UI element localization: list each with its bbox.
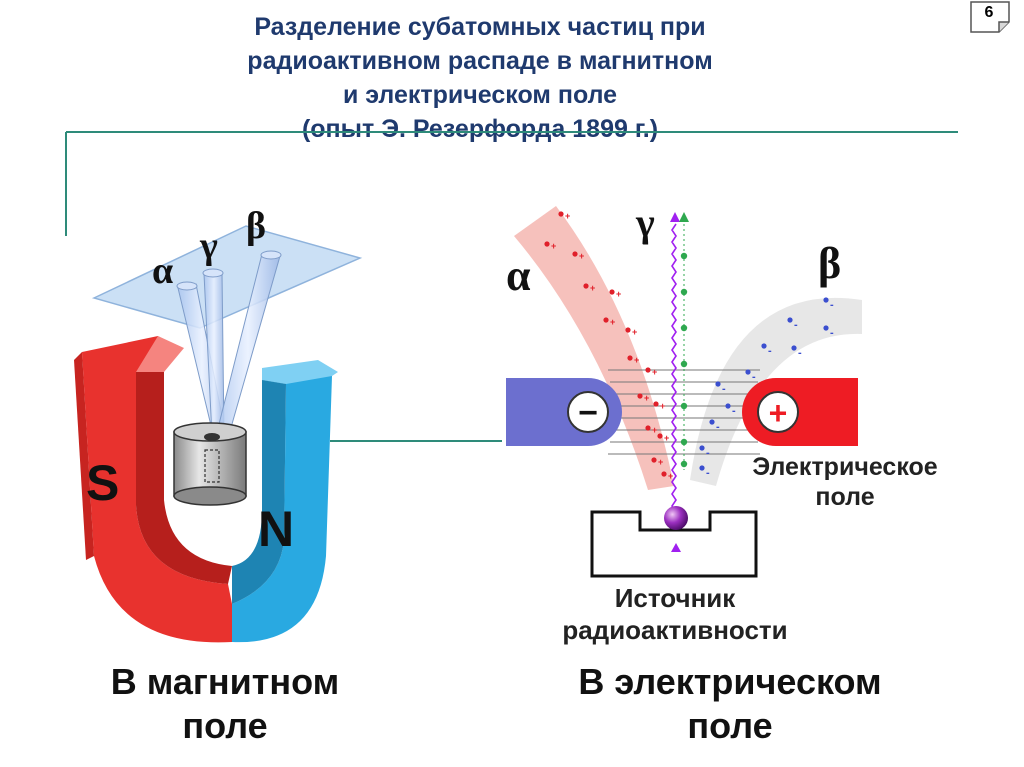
- alpha-particles: + + + + + + + + + + + + + + +: [544, 211, 673, 481]
- electric-gamma-label: γ: [635, 200, 655, 245]
- alpha-charge-sign: +: [616, 289, 621, 299]
- page-number: 6: [984, 4, 994, 21]
- page-corner-icon: [970, 1, 1010, 33]
- alpha-band: [514, 206, 674, 490]
- detector-plate: [91, 225, 363, 329]
- beta-charge-sign: -: [716, 421, 720, 433]
- magnet-north-label: N: [258, 501, 294, 557]
- alpha-charge-sign: +: [652, 425, 657, 435]
- beta-charge-sign: -: [752, 371, 756, 383]
- beta-charge-sign: -: [798, 347, 802, 359]
- alpha-charge-sign: +: [668, 471, 673, 481]
- slide-title: Разделение субатомных частиц при радиоак…: [60, 10, 900, 146]
- beta-charge-sign: -: [732, 405, 736, 417]
- beta-particles: -----------: [699, 297, 834, 479]
- beta-charge-sign: -: [830, 299, 834, 311]
- source-line2: радиоактивности: [562, 615, 788, 645]
- magnet-beta-label: β: [246, 205, 266, 247]
- magnet-caption-line1: В магнитном: [110, 661, 340, 702]
- electric-field-label: Электрическое поле: [720, 452, 970, 512]
- magnet-diagram: α γ β S N: [74, 205, 363, 643]
- beta-band: [690, 297, 862, 486]
- alpha-charge-sign: +: [644, 393, 649, 403]
- electric-field-line2: поле: [815, 483, 875, 511]
- magnet-gamma-label: γ: [199, 225, 218, 267]
- source-box: [590, 510, 758, 578]
- alpha-charge-sign: +: [632, 327, 637, 337]
- source-ball: [664, 506, 688, 530]
- electric-diagram: − + + + + + + + + + + + + + + + +: [506, 200, 862, 578]
- gamma-wave: [671, 223, 677, 513]
- negative-sign: −: [578, 394, 598, 432]
- electric-caption-line2: поле: [687, 705, 773, 746]
- beta-charge-sign: -: [830, 327, 834, 339]
- gamma-dots: [680, 252, 688, 468]
- magnet-caption: В магнитном поле: [70, 660, 380, 748]
- title-line-4: (опыт Э. Резерфорда 1899 г.): [301, 115, 659, 143]
- page-number-badge: 6: [969, 0, 1015, 34]
- magnet-south-pole: [82, 336, 232, 643]
- beta-charge-sign: -: [794, 319, 798, 331]
- alpha-charge-sign: +: [658, 457, 663, 467]
- source-cylinder: [173, 422, 247, 506]
- alpha-charge-sign: +: [590, 283, 595, 293]
- alpha-charge-sign: +: [652, 367, 657, 377]
- beta-charge-sign: -: [722, 383, 726, 395]
- magnet-south-label: S: [86, 455, 119, 511]
- alpha-charge-sign: +: [610, 317, 615, 327]
- alpha-charge-sign: +: [660, 401, 665, 411]
- source-line1: Источник: [614, 583, 736, 613]
- magnet-alpha-label: α: [152, 250, 173, 292]
- magnet-caption-line2: поле: [182, 705, 268, 746]
- magnet-north-pole: [232, 368, 332, 643]
- alpha-charge-sign: +: [551, 241, 556, 251]
- alpha-charge-sign: +: [634, 355, 639, 365]
- electric-caption-line1: В электрическом: [578, 661, 882, 702]
- positive-sign: +: [769, 395, 788, 431]
- alpha-charge-sign: +: [664, 433, 669, 443]
- source-label: Источник радиоактивности: [520, 582, 830, 646]
- beta-charge-sign: -: [706, 447, 710, 459]
- title-line-3: и электрическом поле: [342, 81, 618, 109]
- alpha-charge-sign: +: [579, 251, 584, 261]
- electric-caption: В электрическом поле: [520, 660, 940, 748]
- alpha-charge-sign: +: [565, 211, 570, 221]
- beta-charge-sign: -: [768, 345, 772, 357]
- electric-alpha-label: α: [506, 251, 531, 300]
- electric-field-line1: Электрическое: [752, 453, 938, 481]
- electric-beta-label: β: [818, 239, 841, 288]
- beta-charge-sign: -: [706, 467, 710, 479]
- frame-lines: [65, 131, 958, 442]
- title-line-2: радиоактивном распаде в магнитном: [247, 47, 713, 75]
- title-line-1: Разделение субатомных частиц при: [254, 13, 706, 41]
